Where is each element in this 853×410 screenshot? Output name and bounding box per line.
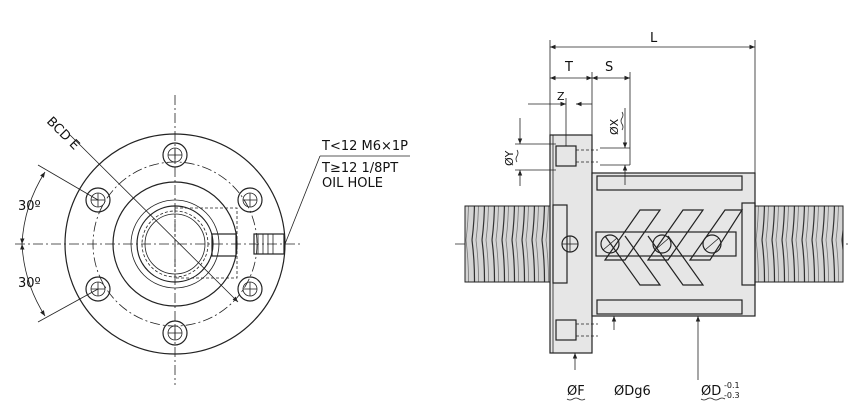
front-view: BCD E 30º 30º T<12 M6×1P T≥12 1/8PT OIL … bbox=[15, 95, 410, 385]
bolt-hole-lower-right bbox=[237, 276, 263, 302]
thread-note-2: T≥12 1/8PT bbox=[321, 161, 398, 176]
bolt-hole-bottom bbox=[162, 320, 188, 346]
dim-D-label: ØD bbox=[701, 384, 721, 399]
screw-shaft-right bbox=[754, 205, 844, 283]
angle-arc-bottom bbox=[20, 243, 46, 317]
angle-top-label: 30º bbox=[18, 199, 41, 214]
oil-hole-fitting bbox=[211, 233, 285, 257]
dim-X-label: ØX bbox=[608, 118, 621, 135]
screw-shaft-left bbox=[464, 205, 551, 283]
thread-note-3: OIL HOLE bbox=[322, 176, 383, 191]
bolt-hole-upper-left bbox=[85, 187, 111, 213]
dim-S-label: S bbox=[605, 60, 613, 75]
angle-arc-top bbox=[20, 171, 46, 245]
bolt-hole-upper-right bbox=[237, 187, 263, 213]
dim-Dg6-label: ØDg6 bbox=[614, 384, 651, 399]
angle-bottom-label: 30º bbox=[18, 276, 41, 291]
side-view: L T S Z ØX ØY ØF ØDg6 ØD -0 bbox=[455, 31, 850, 401]
return-tubes bbox=[603, 209, 744, 286]
dim-D-tol-lower: -0.3 bbox=[724, 391, 740, 400]
dim-Y-label: ØY bbox=[503, 150, 516, 166]
bolt-holes bbox=[85, 142, 263, 346]
bcd-leader bbox=[69, 134, 239, 303]
bolt-hole-top bbox=[162, 142, 188, 168]
retainer-screws bbox=[600, 234, 722, 254]
thread-note-1: T<12 M6×1P bbox=[321, 139, 408, 154]
dim-D-tol-upper: -0.1 bbox=[724, 381, 740, 390]
bcd-label: BCD E bbox=[43, 114, 82, 153]
dim-T-label: T bbox=[564, 60, 573, 75]
oil-note-leader bbox=[284, 155, 321, 245]
dim-F-label: ØF bbox=[567, 384, 585, 399]
retainer-plate bbox=[595, 231, 737, 257]
dim-Z-label: Z bbox=[557, 90, 565, 103]
dim-L-label: L bbox=[650, 31, 658, 46]
